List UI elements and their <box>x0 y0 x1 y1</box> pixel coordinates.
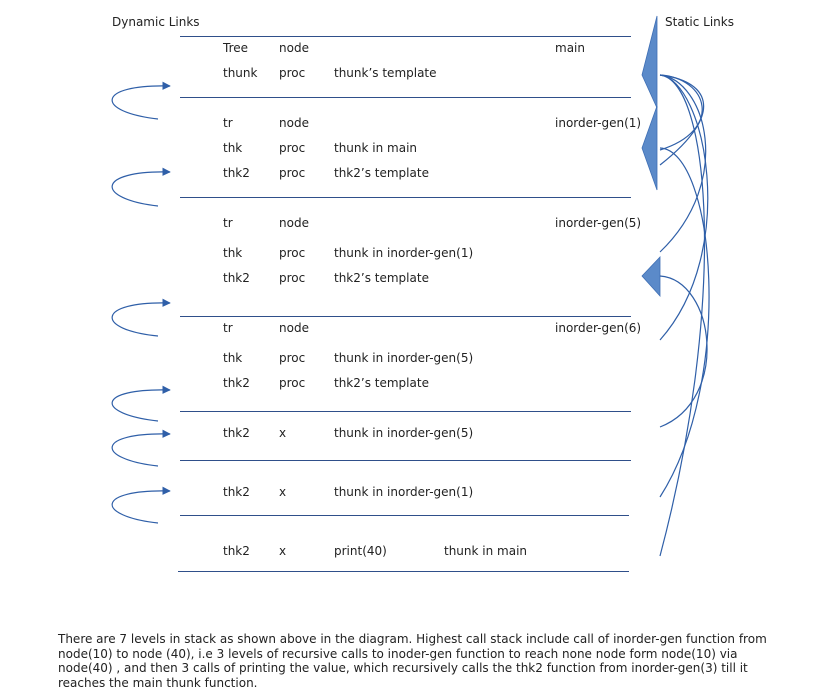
row-kind: node <box>279 321 309 335</box>
row-name: tr <box>223 216 233 230</box>
row-name: thk2 <box>223 426 250 440</box>
static-links-heading: Static Links <box>665 15 734 29</box>
row-name: thk2 <box>223 376 250 390</box>
frame-label: inorder-gen(5) <box>555 216 642 230</box>
dynamic-link-arrow <box>111 486 171 524</box>
row-value: thk2’s template <box>334 376 429 390</box>
static-link-curve <box>659 275 708 428</box>
row-value: print(40) <box>334 544 387 558</box>
row-value: thk2’s template <box>334 271 429 285</box>
row-name: thk <box>223 141 243 155</box>
row-name: thk2 <box>223 166 250 180</box>
row-name: thk2 <box>223 485 250 499</box>
row-kind: node <box>279 216 309 230</box>
row-value: thunk in inorder-gen(1) <box>334 485 474 499</box>
frame-rule <box>180 460 631 461</box>
frame-label: inorder-gen(1) <box>555 116 642 130</box>
row-value: thk2’s template <box>334 166 429 180</box>
row-value: thunk in inorder-gen(5) <box>334 351 474 365</box>
row-kind: x <box>279 426 287 440</box>
row-name: thunk <box>223 66 258 80</box>
frame-rule <box>180 36 631 37</box>
row-kind: proc <box>279 376 306 390</box>
diagram-caption: There are 7 levels in stack as shown abo… <box>58 632 767 690</box>
static-arrowheads <box>641 15 661 298</box>
row-name: thk2 <box>223 544 250 558</box>
row-kind: node <box>279 116 309 130</box>
dynamic-link-arrow <box>111 167 171 207</box>
links-overlay <box>111 15 710 557</box>
static-link-curve <box>659 147 710 498</box>
frame-label: main <box>555 41 585 55</box>
row-name: tr <box>223 116 233 130</box>
static-link-curve <box>659 74 706 557</box>
dynamic-links-heading: Dynamic Links <box>112 15 200 29</box>
row-kind: node <box>279 41 309 55</box>
row-kind: x <box>279 485 287 499</box>
row-name: Tree <box>223 41 249 55</box>
frame-rule <box>180 515 629 516</box>
row-name: thk <box>223 351 243 365</box>
row-value: thunk in main <box>334 141 418 155</box>
row-kind: proc <box>279 166 306 180</box>
frame-rule <box>180 97 631 98</box>
dynamic-link-arrow <box>111 429 171 467</box>
row-kind: x <box>279 544 287 558</box>
frame-rule <box>180 197 631 198</box>
static-link-curve <box>659 74 709 341</box>
frame-rule <box>178 571 629 572</box>
row-value-extra: thunk in main <box>444 544 528 558</box>
frame-rule <box>180 316 631 317</box>
frame-label: inorder-gen(6) <box>555 321 642 335</box>
static-links <box>659 74 710 557</box>
dynamic-link-arrow <box>111 385 171 422</box>
static-arrowhead <box>641 255 661 298</box>
row-kind: proc <box>279 351 306 365</box>
row-kind: proc <box>279 66 306 80</box>
static-link-curve <box>659 74 707 253</box>
row-kind: proc <box>279 271 306 285</box>
row-value: thunk’s template <box>334 66 437 80</box>
static-arrowhead <box>641 15 658 109</box>
row-kind: proc <box>279 246 306 260</box>
row-kind: proc <box>279 141 306 155</box>
dynamic-links <box>111 81 171 524</box>
row-name: thk <box>223 246 243 260</box>
static-arrowhead <box>641 105 658 191</box>
row-value: thunk in inorder-gen(1) <box>334 246 474 260</box>
frame-rule <box>180 411 631 412</box>
dynamic-link-arrow <box>111 298 171 337</box>
dynamic-link-arrow <box>111 81 171 120</box>
row-name: thk2 <box>223 271 250 285</box>
static-link-curve <box>659 74 703 151</box>
row-value: thunk in inorder-gen(5) <box>334 426 474 440</box>
row-name: tr <box>223 321 233 335</box>
static-link-curve <box>659 74 705 166</box>
